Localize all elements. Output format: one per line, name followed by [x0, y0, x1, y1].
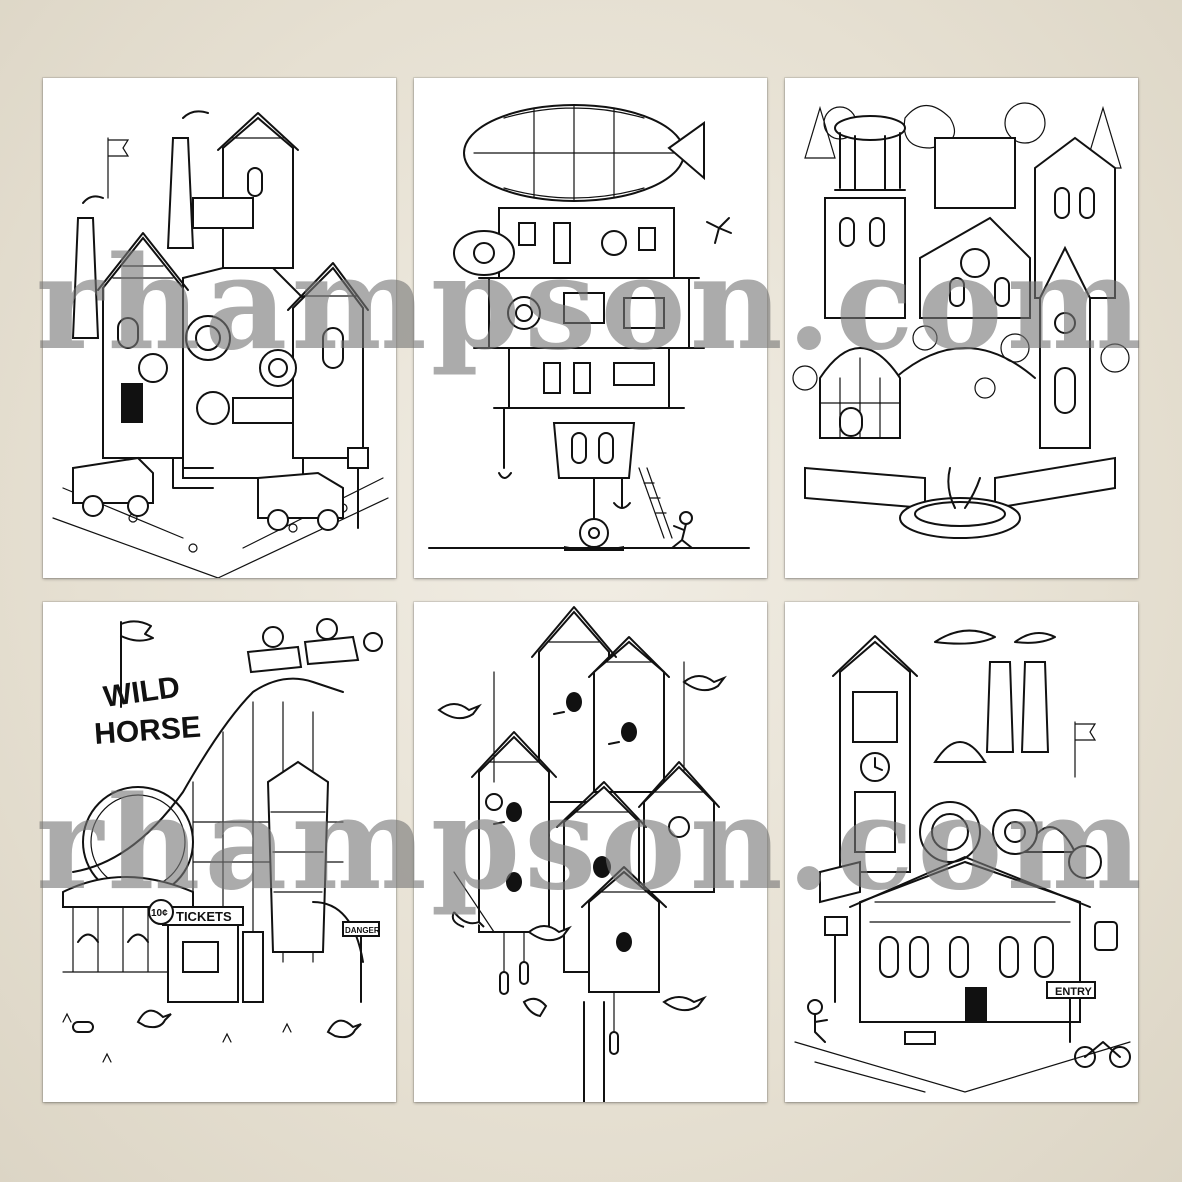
entry-sign-text: ENTRY	[1055, 986, 1093, 998]
birdhouse-tower-illustration	[437, 606, 727, 1102]
price-sign-text: 10¢	[151, 908, 168, 919]
coloring-page-garden-towers	[785, 78, 1138, 578]
coloring-page-airship-house	[414, 78, 767, 578]
airship-house-illustration	[428, 104, 750, 551]
coloring-page-steampunk-house	[43, 78, 396, 578]
coloring-page-victorian-building: ENTRY	[785, 602, 1138, 1102]
tickets-sign-text: TICKETS	[176, 909, 232, 924]
garden-towers-illustration	[792, 102, 1130, 539]
danger-sign-text: DANGER	[345, 926, 380, 935]
logo-horse-text: HORSE	[93, 711, 202, 751]
logo-wild-text: WILD	[101, 671, 181, 714]
coloring-page-fairground: WILD HORSE TICKETS 10¢ DANGER	[43, 602, 396, 1102]
steampunk-house-illustration	[52, 110, 389, 578]
victorian-building-illustration: ENTRY	[794, 629, 1131, 1093]
coloring-page-birdhouse-tower	[414, 602, 767, 1102]
fairground-illustration: WILD HORSE TICKETS 10¢ DANGER	[62, 618, 383, 1063]
